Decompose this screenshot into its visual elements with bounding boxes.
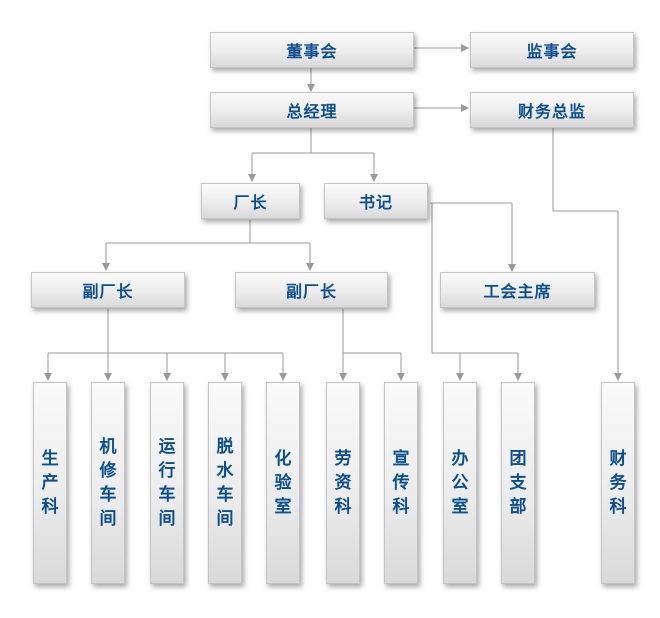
office-box: 办公室 [443,382,477,584]
deputy-2-branch-line [342,309,401,354]
supervisors-box: 监事会 [470,32,634,68]
union-chair-box: 工会主席 [440,272,595,308]
general-manager-box: 总经理 [210,92,414,128]
to-office-youth-line [431,203,518,354]
gm-branch-line [252,128,374,154]
finance-director-line [552,128,618,212]
finance-dept-box: 财务科 [601,382,635,584]
publicity-dept-box: 宣传科 [384,382,418,584]
plant-manager-branch-line [106,220,310,244]
production-dept-box: 生产科 [33,382,67,584]
finance-director-box: 财务总监 [470,92,634,128]
board-box: 董事会 [210,32,414,68]
youth-league-branch-box: 团支部 [501,382,535,584]
deputy-manager-2-box: 副厂长 [235,272,388,308]
dewatering-workshop-box: 脱水车间 [208,382,242,584]
mech-repair-workshop-box: 机修车间 [91,382,125,584]
plant-manager-box: 厂长 [201,183,300,219]
deputy-manager-1-box: 副厂长 [31,272,185,308]
labor-capital-dept-box: 劳资科 [326,382,360,584]
lab-box: 化验室 [266,382,300,584]
deputy-1-branch-line [48,309,283,354]
operations-workshop-box: 运行车间 [150,382,184,584]
secretary-box: 书记 [324,183,428,219]
